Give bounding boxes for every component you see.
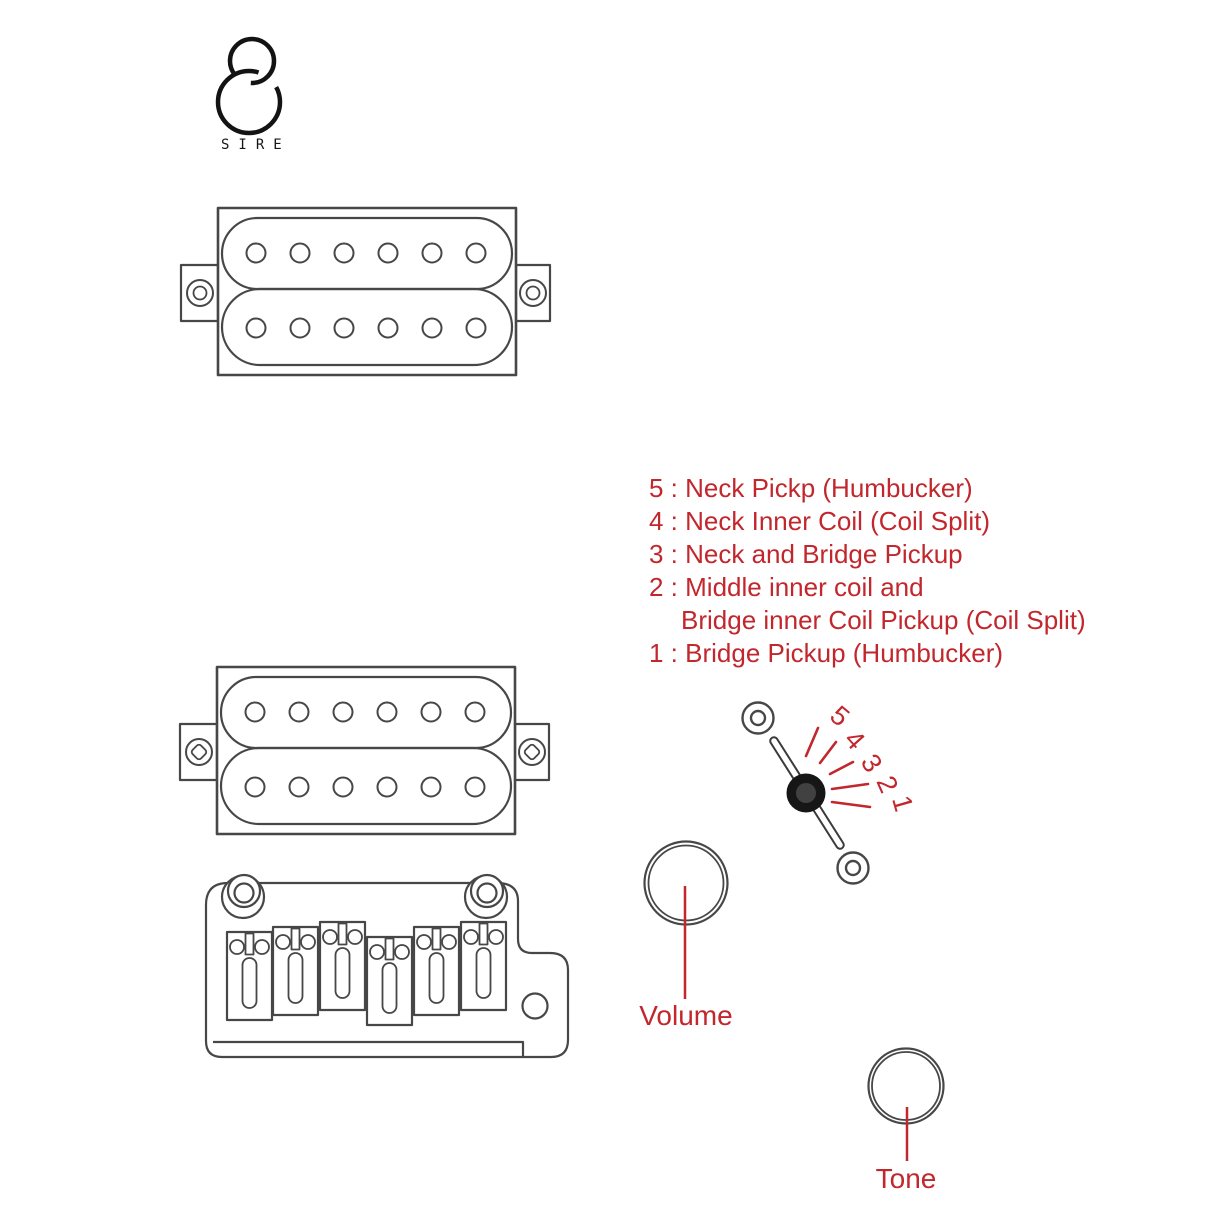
bridge-saddle (459, 920, 508, 1012)
legend-line-2-continued: Bridge inner Coil Pickup (Coil Split) (681, 605, 1086, 635)
bridge-post (463, 873, 509, 920)
legend-line-1: 1 : Bridge Pickup (Humbucker) (649, 638, 1004, 668)
bridge-front-lip (213, 1040, 525, 1056)
switch-position-5: 5 (824, 700, 855, 733)
tone-label: Tone (875, 1163, 937, 1194)
bridge-saddle (318, 920, 367, 1012)
switch-screw-top (741, 701, 775, 735)
tremolo-bridge-diagram (204, 873, 570, 1059)
switch-position-1: 1 (886, 792, 919, 815)
switch-position-3: 3 (855, 749, 888, 778)
switch-position-legend: 5 : Neck Pickp (Humbucker) 4 : Neck Inne… (649, 472, 1086, 670)
volume-label: Volume (639, 1000, 733, 1031)
neck-humbucker-diagram (179, 206, 552, 377)
mount-screw-slots (192, 285, 541, 301)
legend-line-5: 5 : Neck Pickp (Humbucker) (649, 473, 973, 503)
legend-line-2: 2 : Middle inner coil and (649, 572, 924, 602)
tremolo-arm-hole (521, 992, 549, 1020)
bridge-saddle (365, 935, 414, 1027)
bridge-saddle (225, 930, 274, 1022)
bridge-post (220, 873, 266, 920)
legend-line-4: 4 : Neck Inner Coil (Coil Split) (649, 506, 990, 536)
sire-logo-icon (215, 36, 283, 136)
tone-knob-diagram (867, 1047, 945, 1161)
bridge-humbucker-diagram (178, 665, 551, 836)
switch-position-ticks (804, 726, 872, 809)
legend-line-3: 3 : Neck and Bridge Pickup (649, 539, 963, 569)
switch-position-2: 2 (870, 771, 904, 797)
switch-screw-bottom (836, 851, 870, 885)
volume-knob-diagram (643, 840, 729, 999)
bridge-saddle (271, 925, 320, 1017)
switch-position-4: 4 (839, 724, 871, 755)
pickup-selector-switch: 5 4 3 2 1 (741, 700, 919, 885)
mount-screw-slots (190, 743, 541, 761)
switch-knob (786, 773, 826, 813)
switch-position-numbers: 5 4 3 2 1 (824, 700, 919, 815)
brand-wordmark: SIRE (221, 137, 291, 153)
bridge-saddle (412, 925, 461, 1017)
